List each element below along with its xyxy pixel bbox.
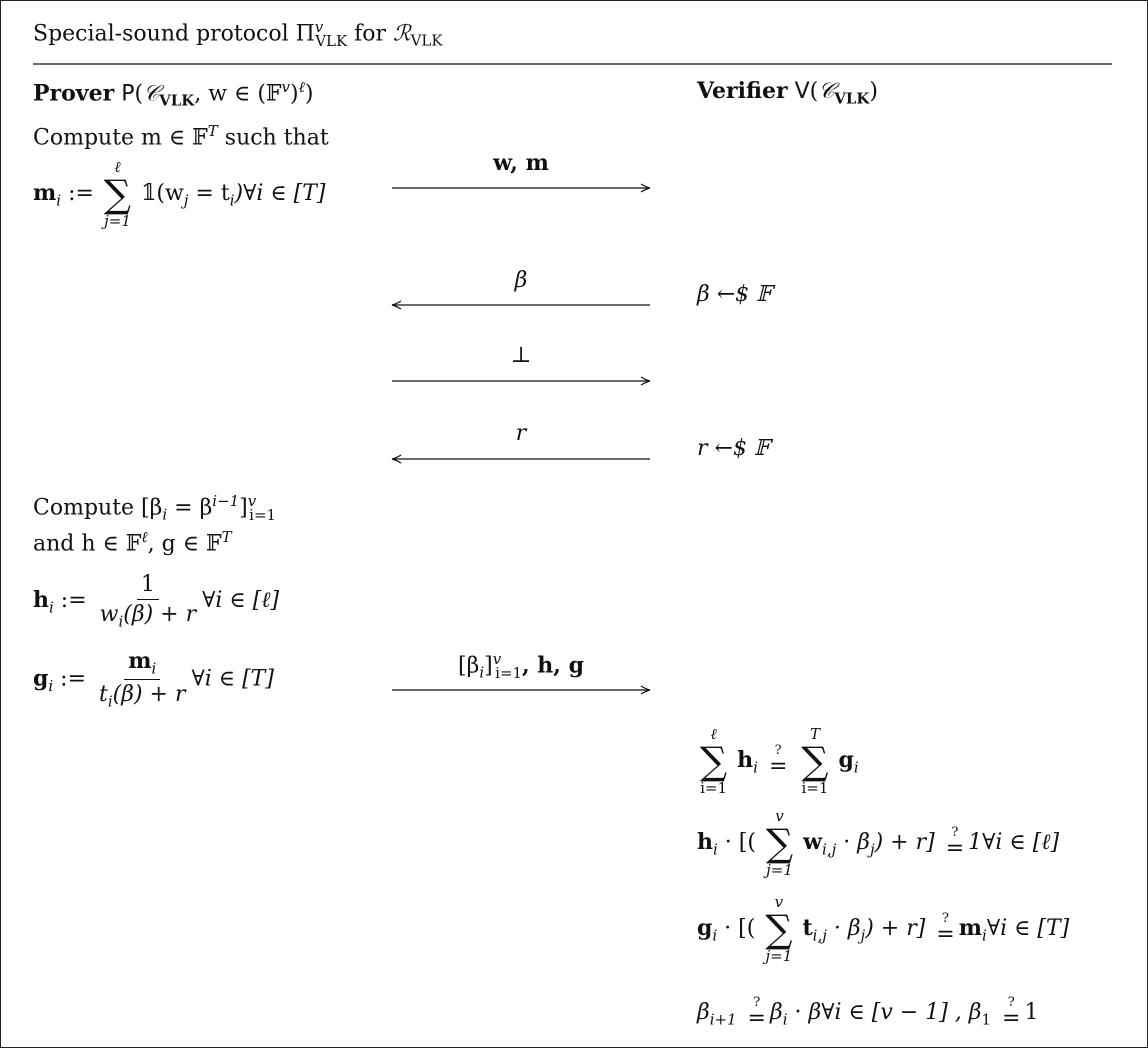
verifier-check-h: hi · [( v∑j=1 wi,j · βj) + r] ?=1∀i ∈ [ℓ… xyxy=(697,807,1060,879)
h-fraction: 1 wi(β) + r xyxy=(99,572,197,631)
arrow-1 xyxy=(392,183,651,193)
arrow-4 xyxy=(391,454,650,464)
message-5: [βi]vi=1, h, g xyxy=(458,650,584,682)
arrow-2 xyxy=(391,300,650,310)
verifier-sample-beta: β ←$ 𝔽 xyxy=(697,282,772,307)
verifier-header: Verifier V(𝒞VLK) xyxy=(697,78,878,108)
prover-h-definition: hi := 1 wi(β) + r ∀i ∈ [ℓ] xyxy=(33,572,280,631)
message-3: ⊥ xyxy=(510,343,532,368)
prover-compute-beta: Compute [βi = βi−1]vi=1 xyxy=(33,492,276,524)
message-4: r xyxy=(515,421,527,446)
verifier-check-sum: ℓ∑i=1 hi ?= T∑i=1 gi xyxy=(700,725,859,797)
arrow-5 xyxy=(392,685,651,695)
verifier-check-g: gi · [( v∑j=1 ti,j · βj) + r] ?=mi∀i ∈ [… xyxy=(697,893,1070,965)
verifier-sample-r: r ←$ 𝔽 xyxy=(697,436,770,461)
prover-header: Prover P(𝒞VLK, w ∈ (𝔽v)ℓ) xyxy=(33,78,314,110)
message-2: β xyxy=(514,268,528,293)
prover-and-hg: and h ∈ 𝔽ℓ, g ∈ 𝔽T xyxy=(33,528,232,557)
sum-operator: ℓ∑j=1 xyxy=(103,158,132,230)
protocol-title: Special-sound protocol ΠvVLK for ℛVLK xyxy=(33,18,443,50)
verifier-check-beta: βi+1 ?=βi · β∀i ∈ [v − 1] , β1 ?=1 xyxy=(697,995,1039,1031)
prover-m-definition: mi := ℓ∑j=1 𝟙(wj = ti)∀i ∈ [T] xyxy=(33,158,326,230)
prover-compute-m: Compute m ∈ 𝔽T such that xyxy=(33,122,329,151)
g-fraction: mi ti(β) + r xyxy=(99,648,186,711)
prover-g-definition: gi := mi ti(β) + r ∀i ∈ [T] xyxy=(33,648,274,711)
message-1: w, m xyxy=(493,150,549,176)
arrow-3 xyxy=(392,376,651,386)
